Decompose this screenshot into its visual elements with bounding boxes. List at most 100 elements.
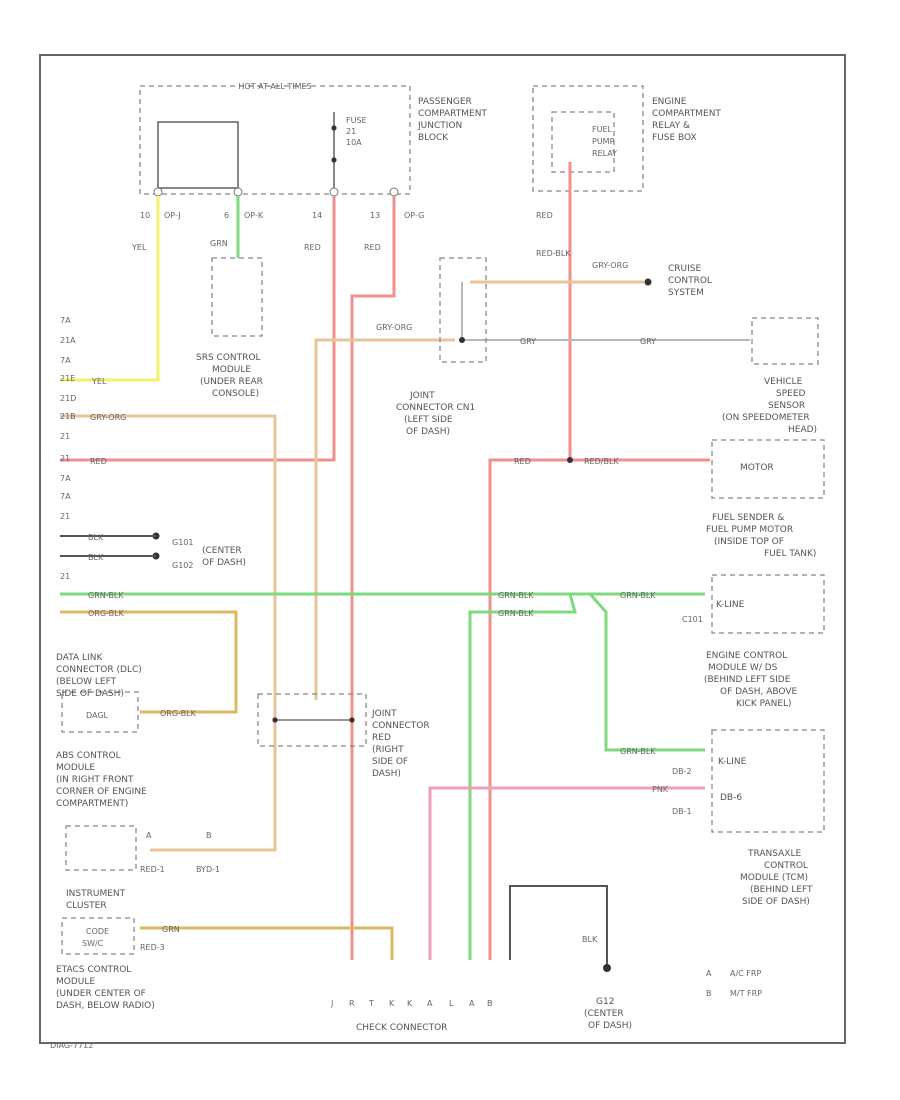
cruise-line-2: CONTROL [668,276,712,286]
engine-box-line-4: FUSE BOX [652,133,697,143]
joint-cr-line-2: CONNECTOR [372,721,430,731]
wire-label: ORG-BLK [88,609,125,618]
wire-label: GRN-BLK [620,591,656,600]
ecm-kline-connector: K-LINE C101 ENGINE CONTROL MODULE W/ DS … [682,574,825,709]
engine-box-line-1: ENGINE [652,97,687,107]
pin-label: 13 [370,211,380,220]
ecm-line-5: KICK PANEL) [736,699,792,709]
wire-label: GRY-ORG [90,413,126,422]
vehicle-speed-sensor: VEHICLE SPEED SENSOR (ON SPEEDOMETER HEA… [722,317,819,435]
etacs-pin-label: 21 [60,572,70,581]
wire-label: ORG-BLK [160,709,197,718]
joint-cr-line-1: JOINT [371,709,397,719]
etacs-pin-label: 21 [60,512,70,521]
pin-label: OP-G [404,211,424,220]
instrument-cluster: INSTRUMENT CLUSTER CODE SW/C RED-3 ETACS… [56,889,165,1011]
connector-pin [153,187,163,197]
pnk-wire [428,786,705,960]
ecm-line-3: (BEHIND LEFT SIDE [704,675,791,685]
etacs-pin-label: 21A [60,336,76,345]
etacs-line-1: ETACS CONTROL [56,965,131,975]
check-connector-pin: K [389,999,395,1008]
abs-line-3: (IN RIGHT FRONT [56,775,134,785]
passenger-jb-line-3: JUNCTION [417,121,462,131]
kline-2-label: K-LINE [718,757,747,767]
check-connector-pin: B [487,999,493,1008]
blk-label: BLK [88,533,104,542]
tcm-connector: K-LINE DB-6 DB-2 DB-1 TRANSAXLE CONTROL … [672,729,825,907]
check-connector-label: CHECK CONNECTOR [356,1023,447,1033]
srs-module-label: SRS CONTROL MODULE (UNDER REAR CONSOLE) [196,257,263,399]
fuel-sender-line-1: FUEL SENDER & [712,513,784,523]
dlc-pin-label: DAGL [86,711,109,720]
fuel-sender-line-4: FUEL TANK) [764,549,816,559]
check-connector-pin: T [368,999,374,1008]
wire-label: GRY [640,337,656,346]
db-6-label: DB-6 [720,793,742,803]
gray-wire-vss [461,282,750,341]
joint-cr-line-5: SIDE OF [372,757,408,767]
wire-label: GRN-BLK [498,591,534,600]
ground-label: G101 [172,538,193,547]
abs-wire-2: BYD-1 [196,865,220,874]
dlc-line-2: CONNECTOR (DLC) [56,665,142,675]
etacs-pin-label: 21D [60,394,76,403]
fuel-pump-relay-line-2: PUMP [592,137,615,146]
legend: A A/C FRP B M/T FRP [706,969,762,998]
etacs-line-2: MODULE [56,977,95,987]
check-connector-pin: J [330,999,333,1008]
connector-pin [329,187,339,197]
joint-cn-line-4: OF DASH) [406,427,450,437]
ecm-line-1: ENGINE CONTROL [706,651,787,661]
ground-loc-2: OF DASH) [202,558,246,568]
data-link-connector: DAGL DATA LINK CONNECTOR (DLC) (BELOW LE… [56,653,142,733]
wire-label: GRN-BLK [88,591,124,600]
red-wire-13 [350,196,396,960]
g12-line-2: (CENTER [584,1009,624,1019]
check-connector-pin: K [407,999,413,1008]
etacs-pin-label: 21B [60,412,76,421]
srs-line-1: SRS CONTROL [196,353,261,363]
grn-blk-wire-check [468,593,577,960]
ground-loc-1: (CENTER [202,546,242,556]
vss-line-1: VEHICLE [764,377,803,387]
internal-circuit-box [157,121,239,189]
passenger-jb-line-2: COMPARTMENT [418,109,487,119]
wire-label: RED-BLK [536,249,571,258]
etacs-pin-label: 21E [60,374,75,383]
ecm-line-4: OF DASH, ABOVE [720,687,798,697]
legend-text-a: A/C FRP [730,969,761,978]
wire-label: RED/BLK [584,457,619,466]
legend-key-b: B [706,989,712,998]
wire-label: PNK [652,785,669,794]
fuel-pump-motor: MOTOR FUEL SENDER & FUEL PUMP MOTOR (INS… [567,439,825,559]
abs-line-4: CORNER OF ENGINE [56,787,147,797]
tcm-line-4: (BEHIND LEFT [750,885,813,895]
etacs-pin-label: 7A [60,356,71,365]
vss-line-3: SENSOR [768,401,805,411]
fuel-pump-relay-line-1: FUEL [592,125,613,134]
wire-label: RED [90,457,107,466]
joint-connector-red: JOINT CONNECTOR RED (RIGHT SIDE OF DASH) [257,693,430,779]
org-blk-wire-dlc [60,610,238,714]
blk-wire-ground [509,885,608,968]
wire-label: RED [536,211,553,220]
joint-cr-line-4: (RIGHT [372,745,404,755]
etacs-pin-label: 21 [60,454,70,463]
engine-box-line-3: RELAY & [652,121,690,131]
check-connector-pin: R [349,999,355,1008]
blk-label: BLK [582,935,598,944]
check-connector-pin: L [449,999,454,1008]
pin-label: OP-J [164,211,181,220]
tcm-line-2: CONTROL [764,861,808,871]
amber-wire-etacs [140,926,394,960]
vss-line-4: (ON SPEEDOMETER [722,413,810,423]
wire-label: GRN [162,925,180,934]
etacs-pin-label: 21 [60,432,70,441]
abs-pin-a: A [146,831,152,840]
blk-label: BLK [88,553,104,562]
dlc-line-4: SIDE OF DASH) [56,689,124,699]
abs-line-1: ABS CONTROL [56,751,121,761]
grn-blk-wire-kline [588,593,705,752]
